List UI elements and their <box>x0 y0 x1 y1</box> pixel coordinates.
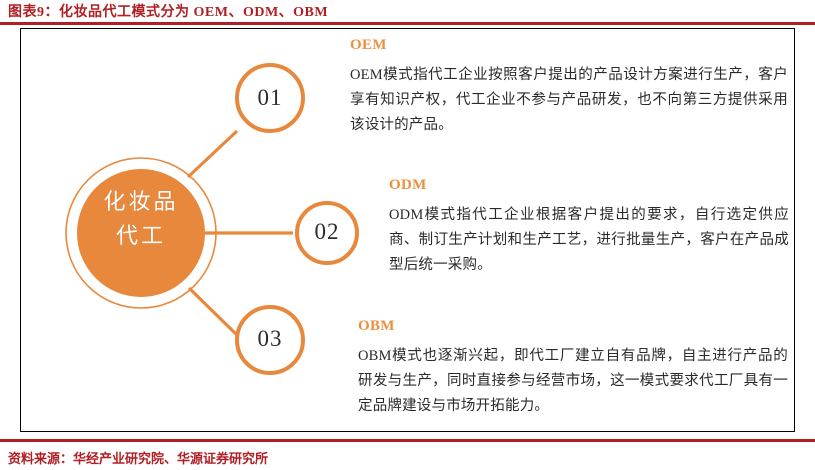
block-body-obm: OBM模式也逐渐兴起，即代工厂建立自有品牌，自主进行产品的研发与生产，同时直接参… <box>358 348 788 414</box>
block-heading-obm: OBM <box>358 318 395 334</box>
text-block-odm: ODM ODM模式指代工企业根据客户提出的要求，自行选定供应商、制订生产计划和生… <box>389 177 789 278</box>
figure-title: 图表9：化妆品代工模式分为 OEM、ODM、OBM <box>8 5 329 20</box>
node-label-01[interactable]: 01 <box>257 85 283 110</box>
source-divider-rule <box>0 439 815 442</box>
title-divider-rule <box>0 22 815 25</box>
center-bubble-label-line2: 代工 <box>115 223 166 248</box>
center-bubble-label: 化妆品 代工 <box>66 185 216 253</box>
text-block-oem: OEM OEM模式指代工企业按照客户提出的产品设计方案进行生产，客户享有知识产权… <box>350 37 788 138</box>
figure-source: 资料来源：华经产业研究院、华源证券研究所 <box>8 451 269 466</box>
block-heading-oem: OEM <box>350 37 387 53</box>
center-bubble-label-line1: 化妆品 <box>103 189 179 214</box>
block-body-odm: ODM模式指代工企业根据客户提出的要求，自行选定供应商、制订生产计划和生产工艺，… <box>389 207 789 273</box>
block-body-oem: OEM模式指代工企业按照客户提出的产品设计方案进行生产，客户享有知识产权，代工企… <box>350 67 788 133</box>
block-heading-odm: ODM <box>389 177 427 193</box>
node-label-03[interactable]: 03 <box>257 326 283 351</box>
node-label-02[interactable]: 02 <box>314 219 340 244</box>
text-block-obm: OBM OBM模式也逐渐兴起，即代工厂建立自有品牌，自主进行产品的研发与生产，同… <box>358 318 788 419</box>
